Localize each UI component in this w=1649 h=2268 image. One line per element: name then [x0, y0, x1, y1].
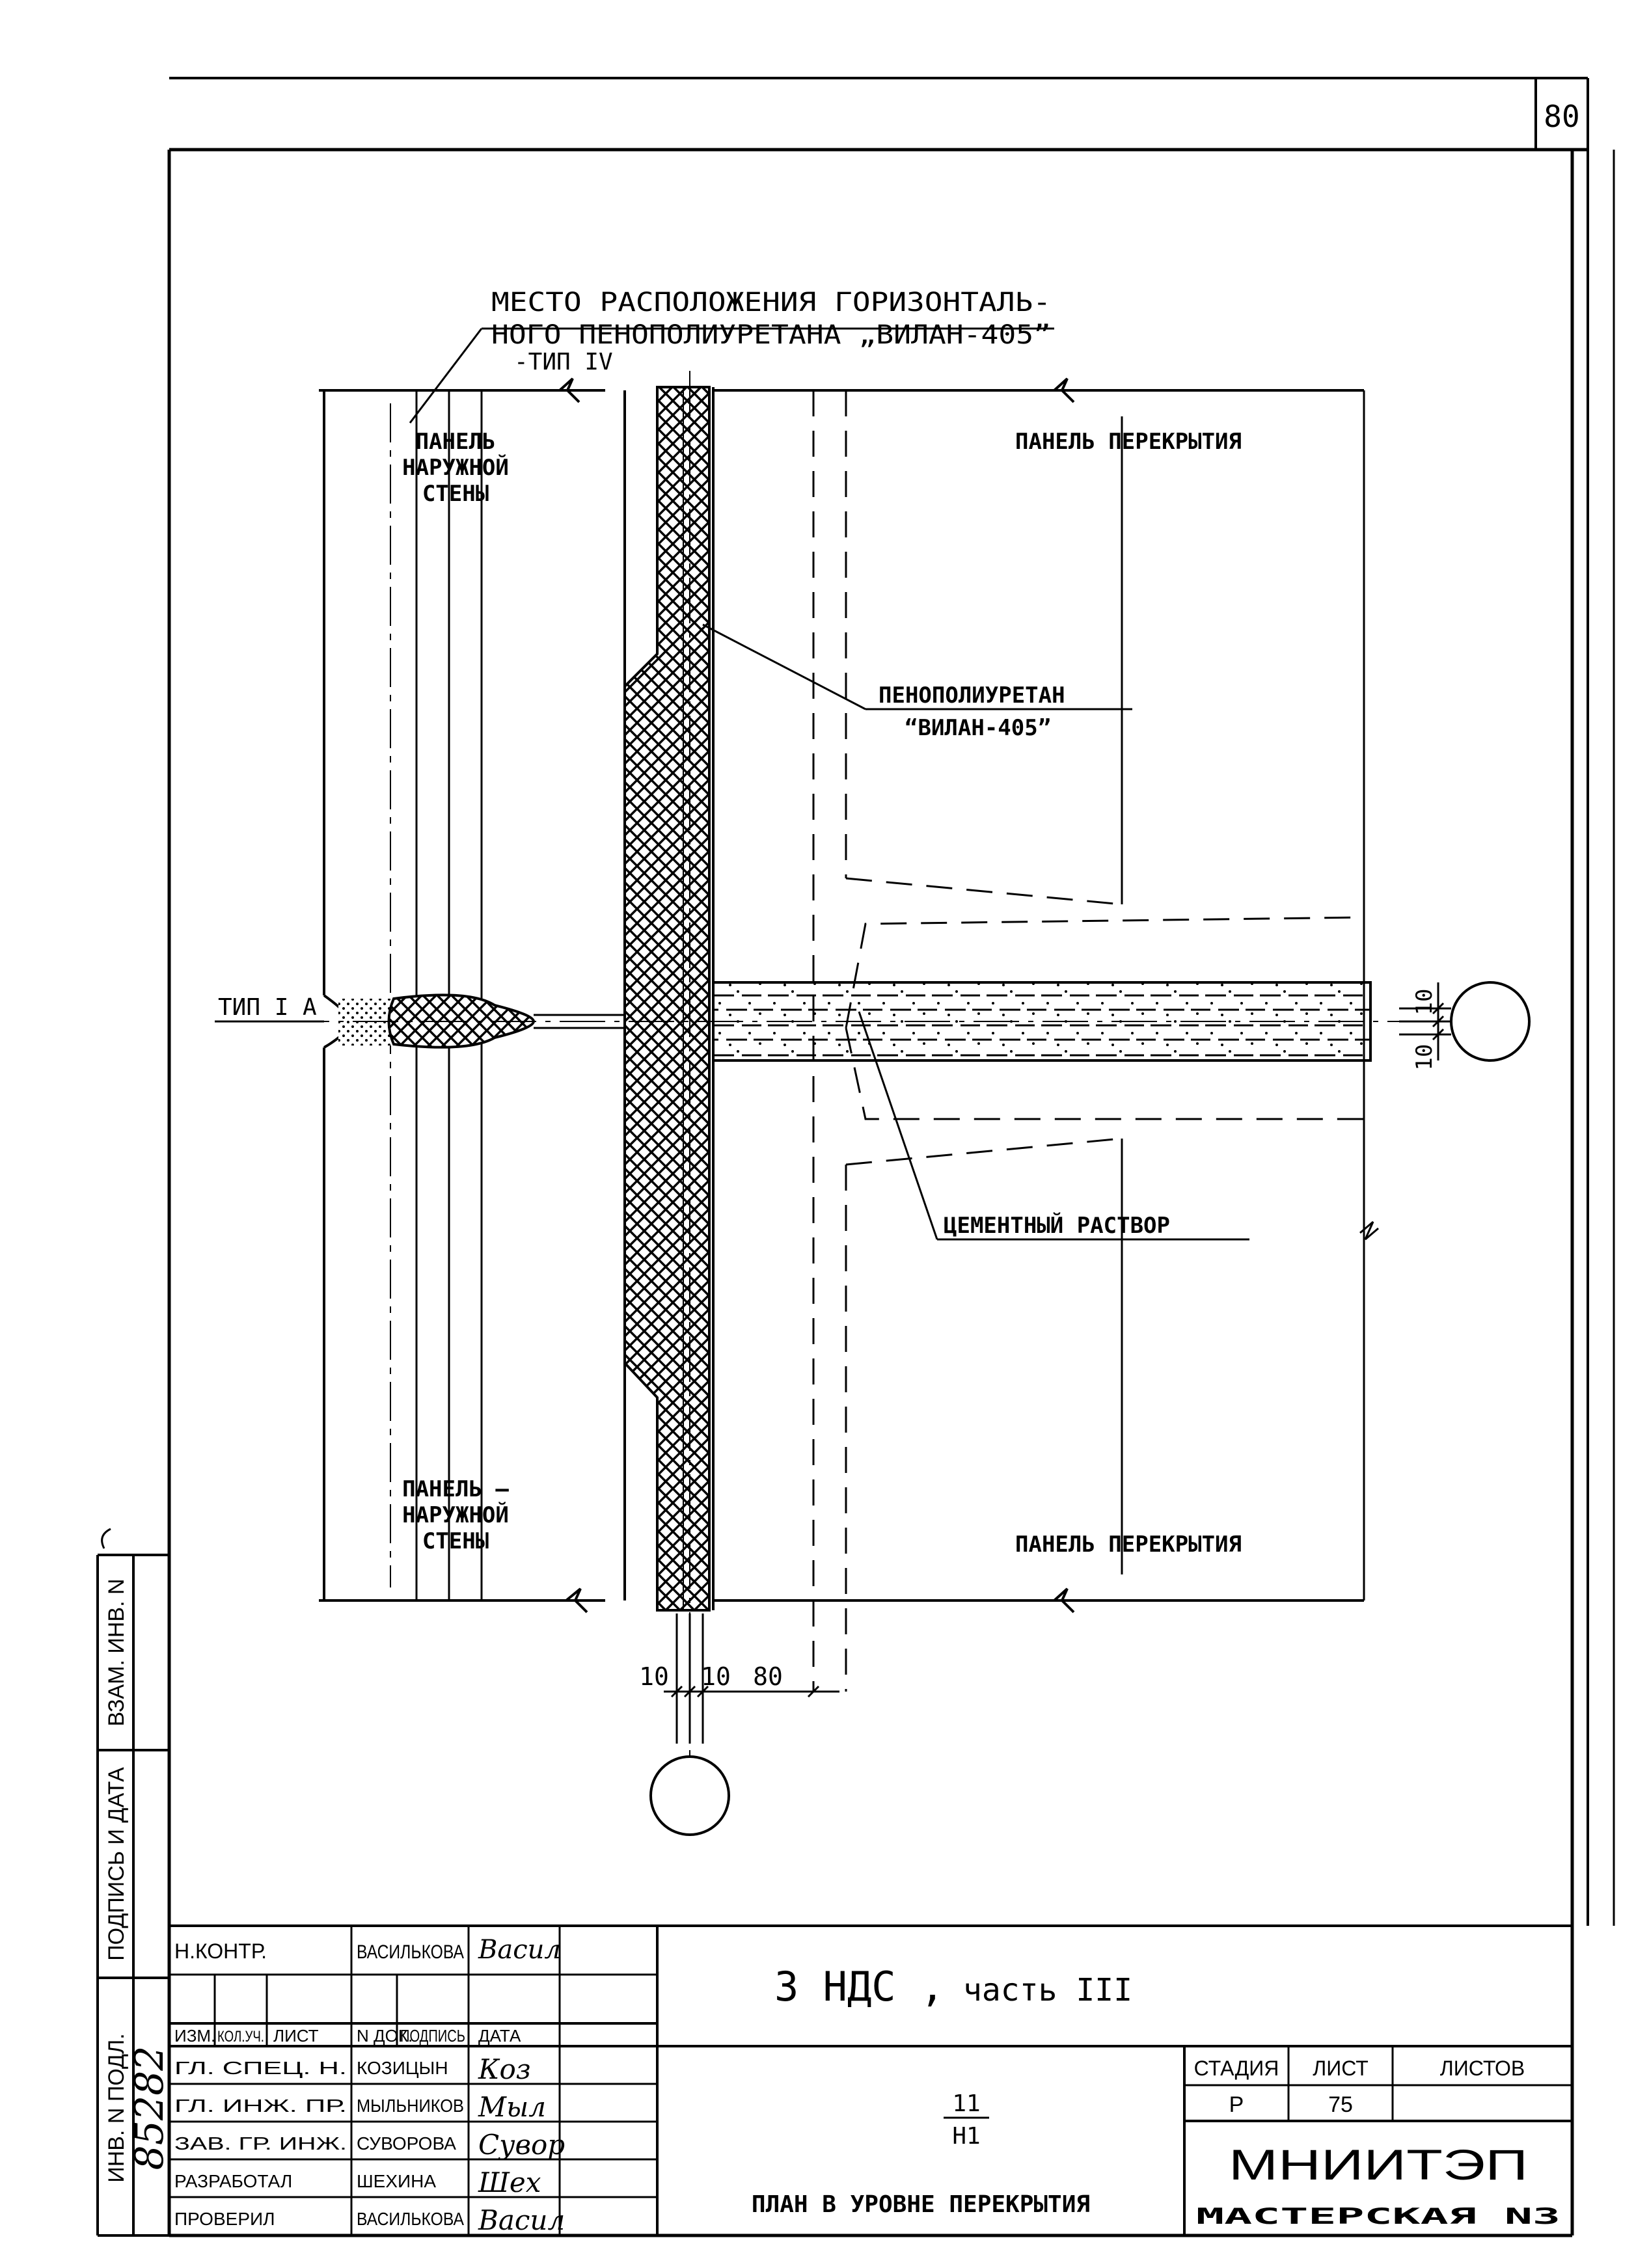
header-sign: ПОДПИСЬ — [400, 2026, 465, 2045]
row-role: РАЗРАБОТАЛ — [174, 2171, 292, 2191]
dim-bottom-3: 80 — [753, 1662, 783, 1691]
sheets-label: ЛИСТОВ — [1440, 2057, 1525, 2080]
row-role: ЗАВ. ГР. ИНЖ. — [174, 2133, 347, 2153]
dimension-bottom — [664, 1613, 839, 1744]
header-ndok: N ДОК. — [357, 2026, 413, 2045]
side-stamp — [96, 1528, 169, 2237]
callout-type-1a: ТИП I А — [218, 994, 317, 1021]
row-name: ВАСИЛЬКОВА — [357, 2209, 464, 2229]
floor-panel-top-label: ПАНЕЛЬ ПЕРЕКРЫТИЯ — [1015, 429, 1242, 455]
norm-control-signature: Васил — [478, 1935, 561, 1965]
stage-label: СТАДИЯ — [1194, 2057, 1279, 2080]
outer-wall-bottom-3: СТЕНЫ — [422, 1528, 489, 1554]
stage-value: Р — [1229, 2092, 1244, 2117]
stamp-sign-date: ПОДПИСЬ И ДАТА — [104, 1767, 129, 1961]
callout-top-line2: НОГО ПЕНОПОЛИУРЕТАНА „ВИЛАН-405” — [491, 320, 1051, 350]
row-sign: Васил — [478, 2204, 565, 2236]
stamp-inv-original: ИНВ. N ПОДЛ. — [104, 2033, 129, 2182]
dim-right-2: 10 — [1411, 1044, 1438, 1071]
row-name: КОЗИЦЫН — [357, 2058, 448, 2078]
page-number: 80 — [1544, 99, 1579, 134]
header-list: ЛИСТ — [273, 2026, 319, 2045]
row-role: ГЛ. ИНЖ. ПР. — [174, 2096, 347, 2116]
norm-control-role: Н.КОНТР. — [174, 1939, 267, 1963]
row-sign: Мыл — [478, 2091, 546, 2123]
node-numerator: 11 — [952, 2090, 980, 2117]
axis-lines — [215, 371, 1451, 1757]
sheet-frame — [167, 77, 1615, 2237]
axis-bubble-right — [1450, 981, 1531, 1062]
dim-right-1: 10 — [1411, 989, 1438, 1016]
org-sub: МАСТЕРСКАЯ N3 — [1196, 2204, 1560, 2230]
callout-cement: ЦЕМЕНТНЫЙ РАСТВОР — [944, 1212, 1170, 1239]
stamp-inv-number: 85282 — [127, 2046, 172, 2170]
sheet-value: 75 — [1328, 2092, 1353, 2117]
foam-column — [623, 386, 711, 1612]
stamp-inv-replace: ВЗАМ. ИНВ. N — [104, 1578, 129, 1726]
row-sign: Шех — [478, 2167, 541, 2198]
header-izm: ИЗМ. — [174, 2026, 215, 2045]
axis-bubble-bottom — [649, 1755, 730, 1836]
signature-rows: ГЛ. СПЕЦ. Н. КОЗИЦЫН Коз ГЛ. ИНЖ. ПР. МЫ… — [174, 2053, 565, 2236]
project-title: 3 НДС , — [774, 1963, 944, 2010]
row-role: ГЛ. СПЕЦ. Н. — [174, 2058, 347, 2078]
sheet-label: ЛИСТ — [1313, 2057, 1369, 2080]
project-part: часть III — [963, 1972, 1132, 2008]
dim-bottom-1: 10 — [639, 1662, 669, 1691]
row-name: СУВОРОВА — [357, 2133, 456, 2153]
floor-panel-bottom-label: ПАНЕЛЬ ПЕРЕКРЫТИЯ — [1015, 1532, 1242, 1558]
outer-wall-top-3: СТЕНЫ — [422, 481, 489, 507]
outer-wall-panel — [319, 377, 626, 1613]
outer-wall-top-1: ПАНЕЛЬ — [416, 429, 496, 455]
dimension-right — [1399, 982, 1451, 1060]
row-name: ШЕХИНА — [357, 2171, 436, 2191]
row-name: МЫЛЬНИКОВ — [357, 2096, 464, 2116]
drawing-title: ПЛАН В УРОВНЕ ПЕРЕКРЫТИЯ — [752, 2191, 1090, 2218]
header-date: ДАТА — [478, 2026, 521, 2045]
node-denominator: Н1 — [952, 2123, 980, 2150]
row-sign: Коз — [478, 2053, 531, 2085]
hidden-lines — [812, 390, 1365, 1692]
outer-wall-bottom-2: НАРУЖНОЙ — [402, 1502, 509, 1528]
dim-bottom-2: 10 — [701, 1662, 731, 1691]
outer-wall-top-2: НАРУЖНОЙ — [402, 454, 509, 481]
header-koluch: КОЛ.УЧ. — [217, 2028, 264, 2045]
callout-top-line1: МЕСТО РАСПОЛОЖЕНИЯ ГОРИЗОНТАЛЬ- — [491, 288, 1051, 317]
callout-top-line3: -ТИП IV — [514, 349, 613, 375]
norm-control-name: ВАСИЛЬКОВА — [357, 1941, 464, 1963]
callout-penopoliuretan-2: “ВИЛАН-405” — [905, 715, 1051, 741]
plan-drawing: 10 10 80 10 10 — [215, 327, 1531, 1836]
leader-lines — [215, 327, 1249, 1241]
callout-penopoliuretan-1: ПЕНОПОЛИУРЕТАН — [879, 682, 1065, 709]
outer-wall-bottom-1: ПАНЕЛЬ — — [402, 1476, 509, 1502]
row-sign: Сувор — [478, 2129, 565, 2161]
org-name: МНИИТЭП — [1229, 2140, 1528, 2189]
row-role: ПРОВЕРИЛ — [174, 2209, 275, 2229]
title-block-grid — [169, 1924, 1572, 2235]
